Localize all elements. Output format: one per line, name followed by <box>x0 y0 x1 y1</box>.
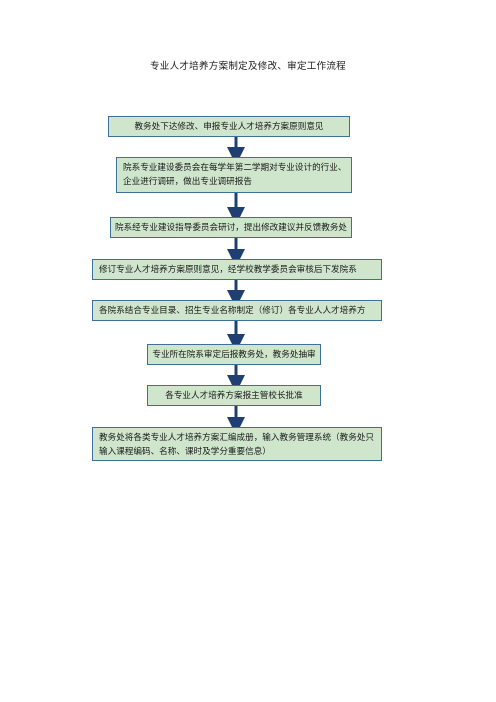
flow-step-3: 院系经专业建设指导委员会研讨，提出修改建议并反馈教务处 <box>110 217 352 238</box>
flow-step-5: 各院系结合专业目录、招生专业名称制定（修订）各专业人人才培养方 <box>92 300 382 321</box>
page-title: 专业人才培养方案制定及修改、审定工作流程 <box>149 61 346 72</box>
flow-step-6: 专业所在院系审定后报教务处，教务处抽审 <box>147 344 321 365</box>
flow-step-2: 院系专业建设委员会在每学年第二学期对专业设计的行业、企业进行调研，做出专业调研报… <box>116 157 352 193</box>
flow-step-4: 修订专业人才培养方案原则意见，经学校教学委员会审核后下发院系 <box>92 259 382 280</box>
flow-step-7: 各专业人才培养方案报主管校长批准 <box>147 385 321 406</box>
flow-step-8: 教务处将各类专业人才培养方案汇编成册，输入教务管理系统（教务处只输入课程编码、名… <box>92 427 382 461</box>
flow-step-1: 教务处下达修改、申报专业人才培养方案原则意见 <box>108 116 350 137</box>
